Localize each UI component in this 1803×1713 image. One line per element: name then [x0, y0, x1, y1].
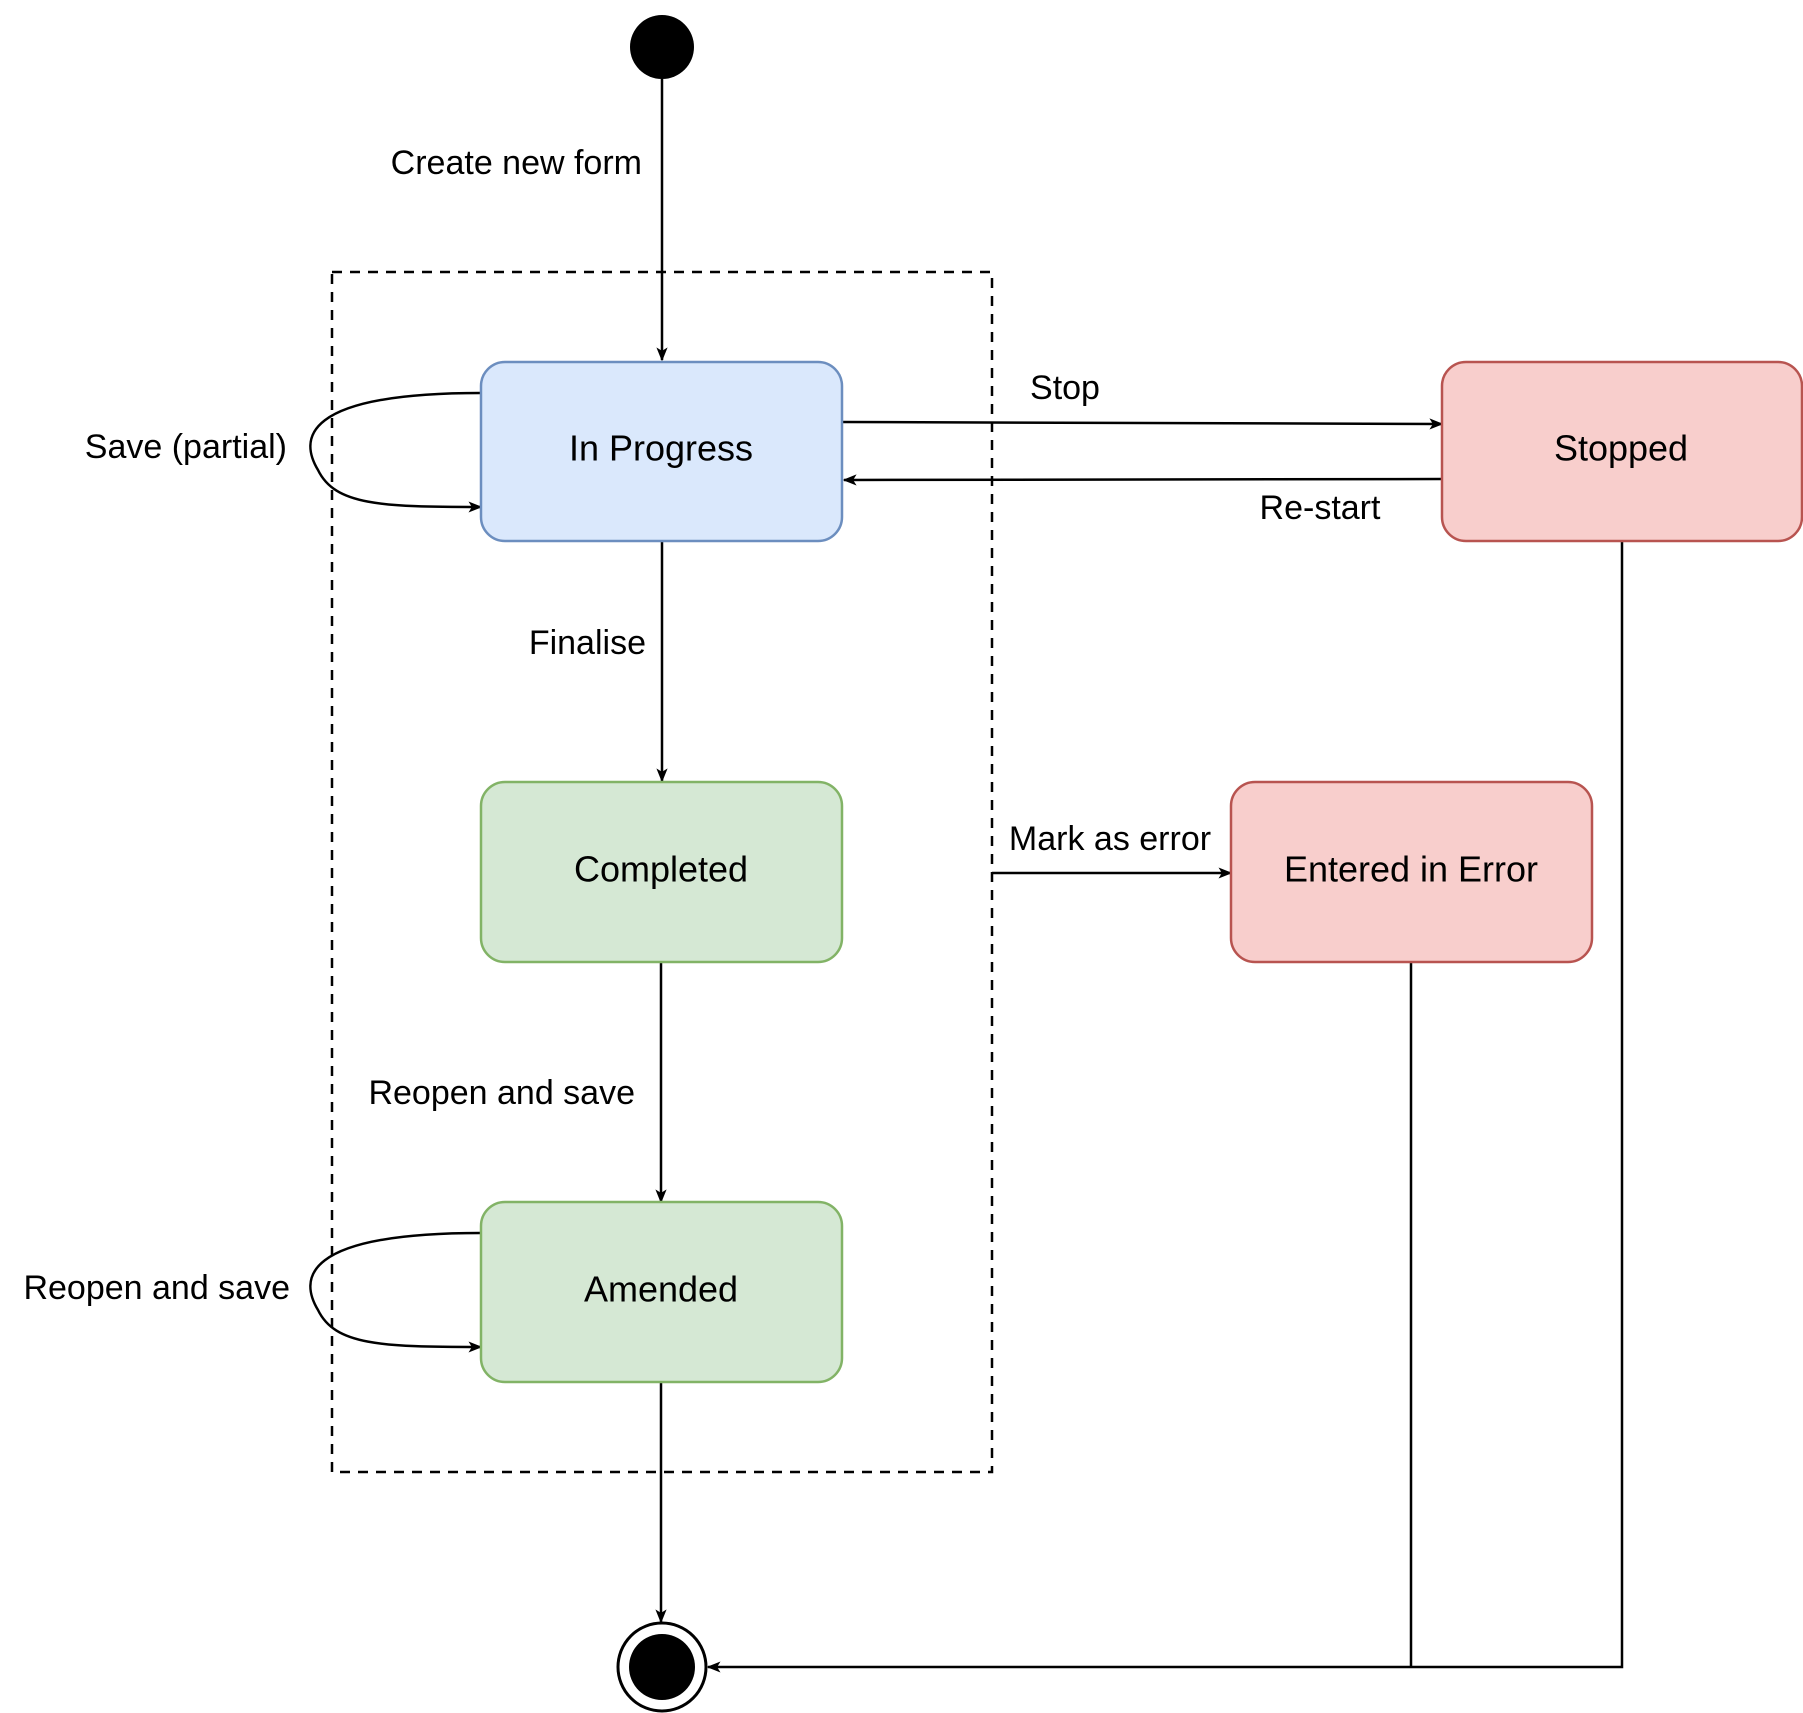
- state-in-progress-label: In Progress: [569, 428, 753, 469]
- edge-reopen-save-loop: [309, 1231, 483, 1353]
- state-completed-label: Completed: [574, 849, 748, 890]
- state-entered-in-error: Entered in Error: [1229, 780, 1594, 964]
- label-reopen-save-loop: Reopen and save: [23, 1269, 290, 1307]
- label-stop: Stop: [1030, 369, 1100, 407]
- state-amended-box: [479, 1200, 844, 1384]
- label-restart: Re-start: [1260, 489, 1381, 527]
- label-mark-error: Mark as error: [1009, 820, 1211, 858]
- edge-restart: [842, 474, 1443, 486]
- state-entered-in-error-label: Entered in Error: [1284, 849, 1538, 890]
- state-completed: Completed: [479, 780, 844, 964]
- state-amended: Amended: [479, 1200, 844, 1384]
- edge-stopped-to-final: [706, 541, 1624, 1673]
- state-stopped: Stopped: [1440, 360, 1803, 543]
- label-save-partial: Save (partial): [85, 428, 287, 466]
- edge-save-partial-loop: [309, 391, 483, 513]
- edge-stop: [841, 418, 1444, 430]
- state-stopped-box: [1440, 360, 1803, 543]
- state-completed-box: [479, 780, 844, 964]
- final-state: [616, 1621, 708, 1713]
- state-in-progress-box: [479, 360, 844, 543]
- state-entered-in-error-box: [1229, 780, 1594, 964]
- state-amended-label: Amended: [584, 1269, 738, 1310]
- initial-state: [630, 15, 694, 79]
- label-finalise: Finalise: [529, 624, 646, 662]
- label-create: Create new form: [391, 144, 642, 182]
- final-state-dot: [629, 1634, 695, 1700]
- label-reopen-save: Reopen and save: [368, 1074, 635, 1112]
- state-in-progress: In Progress: [479, 360, 844, 543]
- state-stopped-label: Stopped: [1554, 428, 1688, 469]
